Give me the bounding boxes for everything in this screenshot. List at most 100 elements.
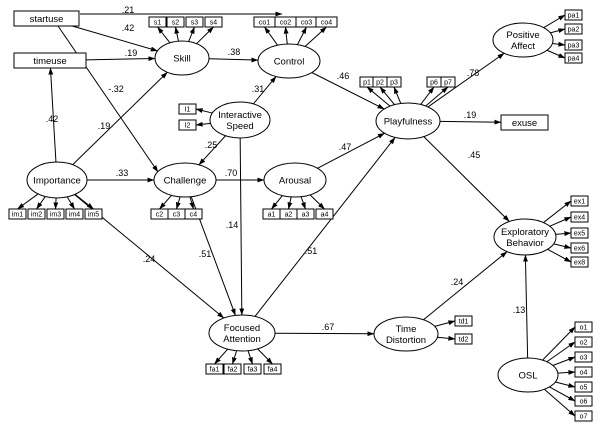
loading-arrow — [188, 26, 195, 42]
path-coefficient: .51 — [305, 246, 318, 256]
path-timeuse-to-skill — [85, 56, 156, 62]
indicator-box — [185, 16, 204, 28]
path-coefficient: .51 — [199, 249, 212, 259]
loading-arrow — [176, 196, 181, 210]
indicator-label: o2 — [580, 340, 588, 347]
path-coefficient: .31 — [252, 84, 265, 94]
path-importance-to-timeuse — [48, 67, 57, 163]
loading-arrow — [434, 320, 456, 327]
indicator-label: p3 — [390, 80, 398, 87]
path-control-to-playfulness — [311, 72, 385, 110]
loading-arrow — [550, 28, 566, 34]
observed-startuse — [13, 10, 80, 27]
indicator-label: I2 — [185, 123, 191, 130]
indicator-box — [564, 23, 583, 35]
loading-arrow — [66, 196, 75, 210]
indicator-box — [65, 208, 84, 220]
indicator-label: ex6 — [574, 246, 585, 253]
indicator-box — [315, 208, 334, 220]
loading-arrow — [300, 196, 306, 210]
indicator-label: im3 — [50, 212, 61, 219]
loading-arrow — [553, 243, 572, 249]
indicator-box — [243, 363, 262, 375]
path-importance-to-skill — [72, 71, 168, 166]
indicator-box — [570, 256, 589, 268]
observed-label: exuse — [512, 118, 537, 129]
path-coefficient: .78 — [467, 68, 480, 78]
path-osl-to-exploratory — [523, 254, 529, 359]
indicator-label: fa2 — [228, 367, 238, 374]
indicator-label: o3 — [580, 355, 588, 362]
path-coefficient: .47 — [339, 142, 352, 152]
loading-arrow — [195, 121, 211, 127]
path-coefficient: .42 — [46, 114, 59, 124]
loading-arrow — [304, 26, 327, 47]
loading-arrow — [544, 388, 576, 417]
loading-arrow — [547, 248, 572, 263]
path-coefficient: .19 — [125, 48, 138, 58]
indicator-label: im5 — [88, 212, 99, 219]
observed-exuse — [500, 114, 549, 131]
indicator-box — [205, 363, 224, 375]
loading-arrow — [257, 348, 273, 365]
latent-label: OSL — [518, 371, 537, 382]
indicator-box — [570, 227, 589, 239]
indicator-label: im1 — [12, 212, 23, 219]
indicator-label: pa4 — [568, 56, 580, 63]
indicator-label: td1 — [459, 319, 469, 326]
indicator-label: o5 — [580, 385, 588, 392]
indicator-label: ex4 — [574, 215, 585, 222]
indicator-label: pa2 — [568, 27, 580, 34]
indicator-label: td2 — [459, 337, 469, 344]
indicator-box — [454, 315, 473, 327]
indicator-label: p6 — [430, 80, 438, 87]
path-arousal-to-playfulness — [317, 132, 385, 169]
indicator-box — [574, 395, 593, 407]
indicator-box — [263, 363, 282, 375]
loading-arrow — [189, 196, 194, 210]
path-coefficient: .25 — [205, 140, 218, 150]
indicator-label: fa1 — [210, 367, 220, 374]
indicator-box — [178, 119, 197, 131]
indicator-label: co3 — [301, 20, 312, 27]
latent-challenge — [153, 162, 217, 198]
indicator-box — [204, 16, 223, 28]
indicator-box — [570, 195, 589, 207]
path-coefficient: .38 — [228, 47, 241, 57]
indicator-label: I1 — [185, 107, 191, 114]
indicator-label: pa1 — [568, 13, 580, 20]
latent-focused — [208, 314, 276, 352]
observed-label: startuse — [30, 14, 64, 25]
path-coefficient: .13 — [513, 305, 526, 315]
indicator-box — [315, 16, 338, 28]
path-coefficient: .24 — [143, 254, 156, 264]
loading-arrow — [296, 26, 307, 45]
indicator-box — [8, 208, 27, 220]
loading-arrow — [555, 381, 576, 388]
indicator-box — [570, 242, 589, 254]
path-coefficient: .19 — [464, 110, 477, 120]
loading-arrow — [157, 26, 171, 44]
indicator-label: s1 — [154, 20, 162, 27]
loading-arrow — [393, 86, 402, 104]
path-coefficient: .14 — [226, 220, 239, 230]
indicator-label: s3 — [191, 20, 199, 27]
latent-importance — [26, 161, 88, 199]
loading-arrow — [264, 26, 279, 46]
loading-arrow — [283, 26, 289, 45]
indicator-box — [84, 208, 103, 220]
path-playfulness-to-exuse — [439, 119, 502, 125]
indicator-label: ex5 — [574, 231, 585, 238]
latent-label: Control — [274, 57, 305, 68]
loading-arrow — [437, 335, 456, 341]
indicator-label: o6 — [580, 399, 588, 406]
path-startuse-to-challenge — [57, 25, 159, 173]
path-coefficient: .33 — [116, 168, 129, 178]
loading-arrow — [552, 41, 566, 47]
indicator-box — [440, 76, 456, 88]
indicator-label: fa3 — [248, 367, 258, 374]
